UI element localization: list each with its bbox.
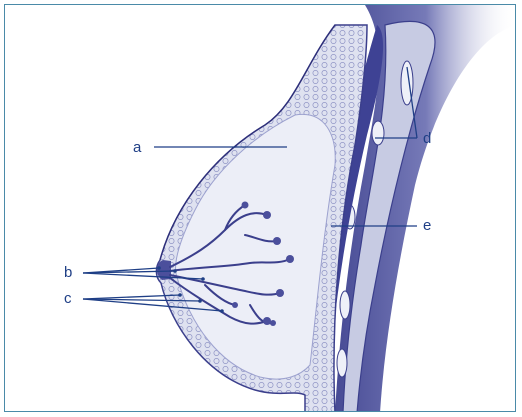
rib-cross-section — [340, 291, 350, 319]
label-c: c — [64, 290, 72, 307]
label-b: b — [64, 264, 72, 281]
diagram-frame: a b c d e — [4, 4, 516, 412]
rib-cross-section — [337, 349, 347, 377]
label-e: e — [423, 217, 431, 234]
label-a: a — [133, 139, 142, 156]
breast-anatomy-diagram: a b c d e — [5, 5, 516, 412]
label-d: d — [423, 130, 431, 147]
rib-cross-section — [372, 121, 384, 145]
